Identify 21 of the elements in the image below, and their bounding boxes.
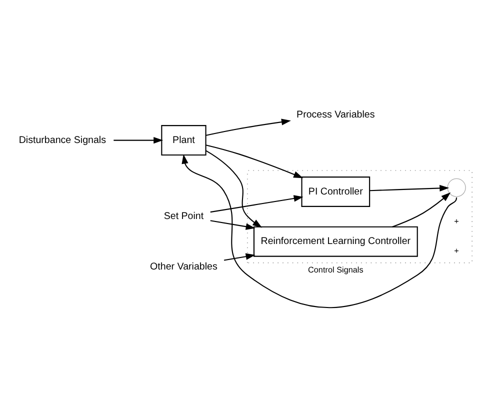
arrow — [182, 154, 458, 308]
label: + — [454, 246, 459, 255]
arrow — [224, 252, 256, 260]
arrow — [392, 192, 451, 227]
node-text: Disturbance Signals — [18, 134, 106, 146]
arrow — [210, 194, 304, 212]
node-text: Process Variables — [296, 109, 375, 120]
arrow — [370, 184, 450, 192]
node-circle — [447, 178, 466, 196]
label: + — [454, 216, 459, 226]
node-box: PI Controller — [301, 176, 370, 206]
node-text: Other Variables — [150, 260, 218, 272]
node-box: Plant — [161, 124, 206, 156]
arrow — [206, 150, 262, 228]
node-box: Reinforcement Learning Controller — [253, 226, 418, 256]
node-text: Set Point — [164, 210, 204, 222]
arrow — [114, 136, 164, 144]
arrow — [210, 220, 256, 230]
arrow — [206, 118, 291, 136]
arrow — [206, 144, 304, 178]
edge-label: Control Signals — [308, 265, 364, 274]
